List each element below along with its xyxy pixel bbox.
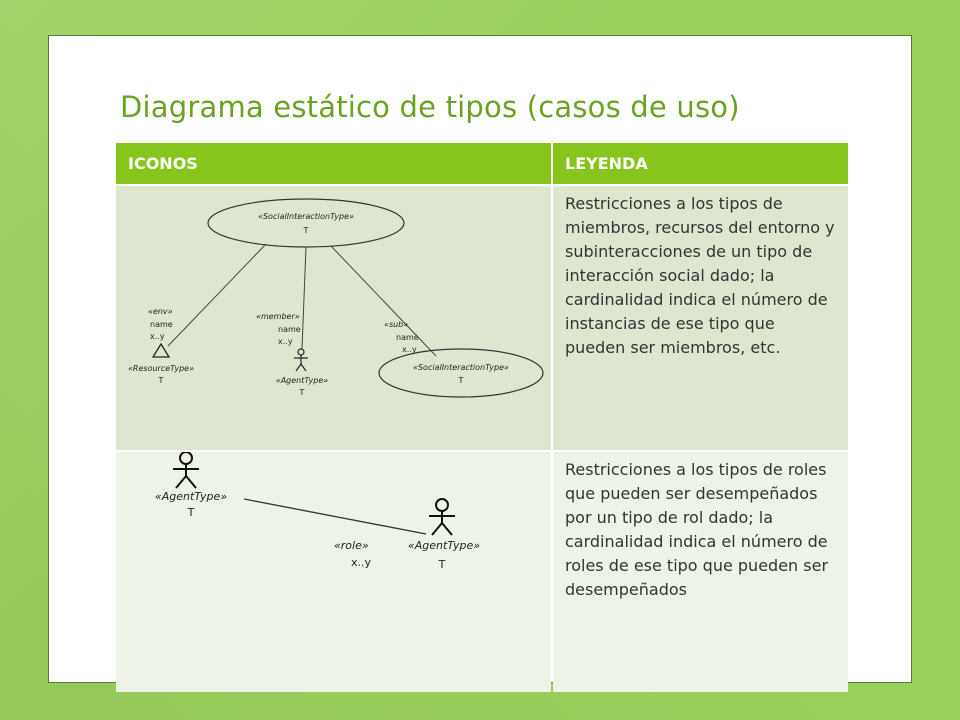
row1-icon-cell: «SocialInteractionType» T «env» name x..… bbox=[116, 186, 551, 450]
agent-t: T bbox=[299, 388, 305, 397]
env-line bbox=[167, 243, 267, 347]
sub-stereotype: «SocialInteractionType» bbox=[413, 363, 509, 372]
slide-title: Diagrama estático de tipos (casos de uso… bbox=[120, 90, 740, 124]
agent-actor-icon bbox=[294, 348, 308, 372]
slide: Diagrama estático de tipos (casos de uso… bbox=[48, 35, 912, 692]
resource-stereotype: «ResourceType» bbox=[128, 364, 194, 373]
sub-ellipse bbox=[378, 348, 544, 398]
sub-name: name bbox=[396, 333, 419, 342]
right-agent-actor-icon bbox=[429, 498, 455, 536]
role-diagram: «AgentType» T «role» x..y «AgentType» T bbox=[155, 452, 480, 571]
social-interaction-diagram: «SocialInteractionType» T «env» name x..… bbox=[128, 198, 544, 398]
right-agent-t: T bbox=[438, 558, 446, 571]
root-ellipse bbox=[207, 198, 405, 248]
right-agent-stereotype: «AgentType» bbox=[408, 539, 480, 552]
header-icons: ICONOS bbox=[116, 143, 551, 184]
row2-icon-cell: «AgentType» T «role» x..y «AgentType» T bbox=[116, 452, 551, 692]
left-agent-t: T bbox=[187, 506, 195, 519]
role-label: «role» bbox=[334, 539, 369, 552]
icons-legend-table: ICONOS LEYENDA «SocialInteractionType» T… bbox=[116, 143, 848, 692]
sub-line bbox=[330, 245, 437, 357]
header-legend: LEYENDA bbox=[553, 143, 848, 184]
sub-t: T bbox=[458, 376, 464, 385]
role-card: x..y bbox=[351, 556, 372, 569]
root-stereotype: «SocialInteractionType» bbox=[258, 212, 354, 221]
left-agent-stereotype: «AgentType» bbox=[155, 490, 227, 503]
sub-card: x..y bbox=[402, 345, 417, 354]
root-t: T bbox=[303, 226, 309, 235]
row2-legend-cell: Restricciones a los tipos de roles que p… bbox=[553, 452, 848, 692]
resource-triangle-icon bbox=[151, 342, 171, 358]
sub-label: «sub» bbox=[384, 320, 408, 329]
env-label: «env» bbox=[148, 307, 173, 316]
resource-t: T bbox=[158, 376, 164, 385]
member-card: x..y bbox=[278, 337, 293, 346]
member-line bbox=[301, 246, 307, 350]
env-name: name bbox=[150, 320, 173, 329]
row1-legend-cell: Restricciones a los tipos de miembros, r… bbox=[553, 186, 848, 450]
left-agent-actor-icon bbox=[173, 452, 199, 489]
role-line bbox=[243, 498, 427, 535]
env-card: x..y bbox=[150, 332, 165, 341]
agent-stereotype: «AgentType» bbox=[276, 376, 329, 385]
row1-legend-text: Restricciones a los tipos de miembros, r… bbox=[565, 194, 835, 357]
member-name: name bbox=[278, 325, 301, 334]
row2-legend-text: Restricciones a los tipos de roles que p… bbox=[565, 460, 829, 599]
member-label: «member» bbox=[256, 312, 300, 321]
